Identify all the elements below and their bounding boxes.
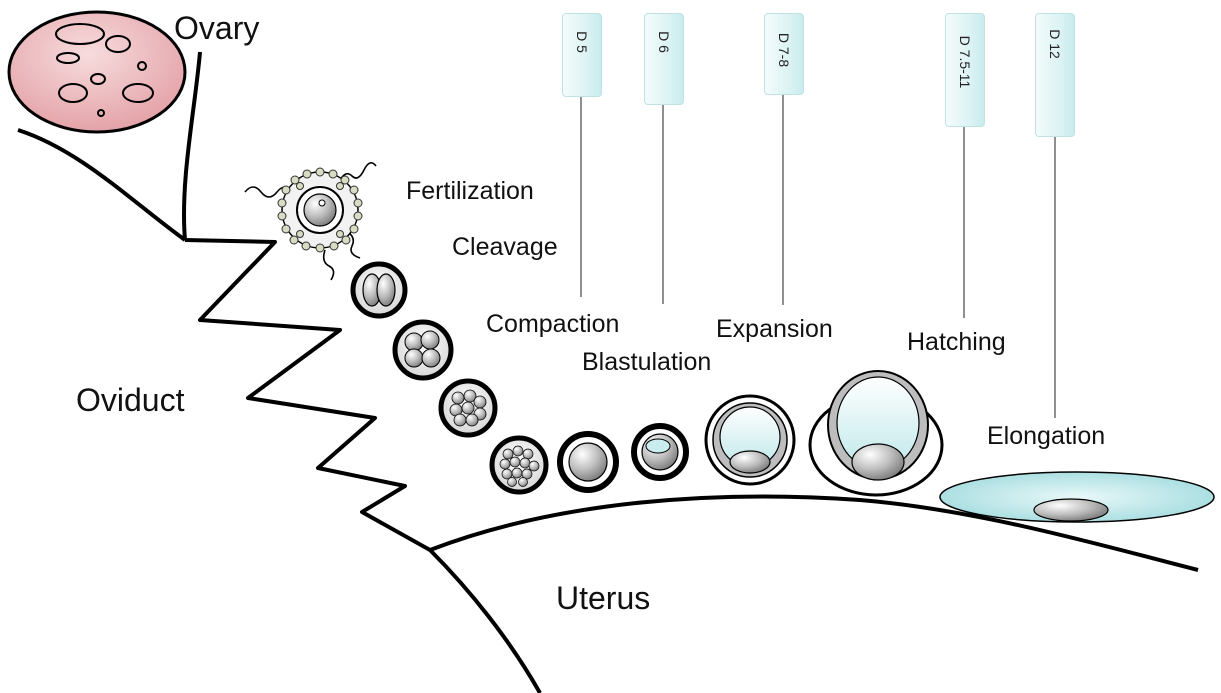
embryo-4-cell [395, 322, 451, 378]
oviduct-label: Oviduct [76, 382, 184, 419]
day-label-d6: D 6 [656, 31, 672, 53]
embryo-early-blastocyst [634, 426, 686, 478]
ovary-label: Ovary [174, 10, 259, 47]
day-tab-d7-5-11: D 7.5-11 [945, 13, 985, 127]
blastulation-label: Blastulation [582, 348, 711, 377]
uterus-lower-wall [430, 550, 540, 693]
day-label-d12: D 12 [1047, 29, 1063, 59]
embryo-hatching-blastocyst [810, 371, 942, 495]
day-tab-d12: D 12 [1035, 13, 1075, 137]
hatching-label: Hatching [907, 328, 1006, 357]
compaction-label: Compaction [486, 310, 619, 339]
embryo-elongated-conceptus [940, 472, 1214, 522]
uterus-label: Uterus [556, 580, 650, 617]
embryo-morula [492, 438, 546, 492]
fertilization-label: Fertilization [406, 177, 534, 206]
elongation-label: Elongation [987, 422, 1105, 451]
embryo-expanded-blastocyst [706, 396, 794, 484]
day-tab-d7-8: D 7-8 [764, 13, 804, 95]
fertilized-oocyte [245, 163, 376, 280]
day-tab-d6: D 6 [644, 13, 684, 105]
day-label-d5: D 5 [574, 31, 590, 53]
embryo-16-cell [441, 381, 495, 435]
day-label-d7-8: D 7-8 [776, 33, 792, 67]
day-tab-d5: D 5 [562, 13, 602, 97]
cleavage-label: Cleavage [452, 233, 558, 262]
expansion-label: Expansion [716, 315, 833, 344]
ovary-illustration [9, 12, 185, 132]
embryo-compact-morula [560, 434, 616, 490]
embryo-2-cell [353, 264, 405, 316]
day-label-d7-5-11: D 7.5-11 [957, 36, 973, 89]
